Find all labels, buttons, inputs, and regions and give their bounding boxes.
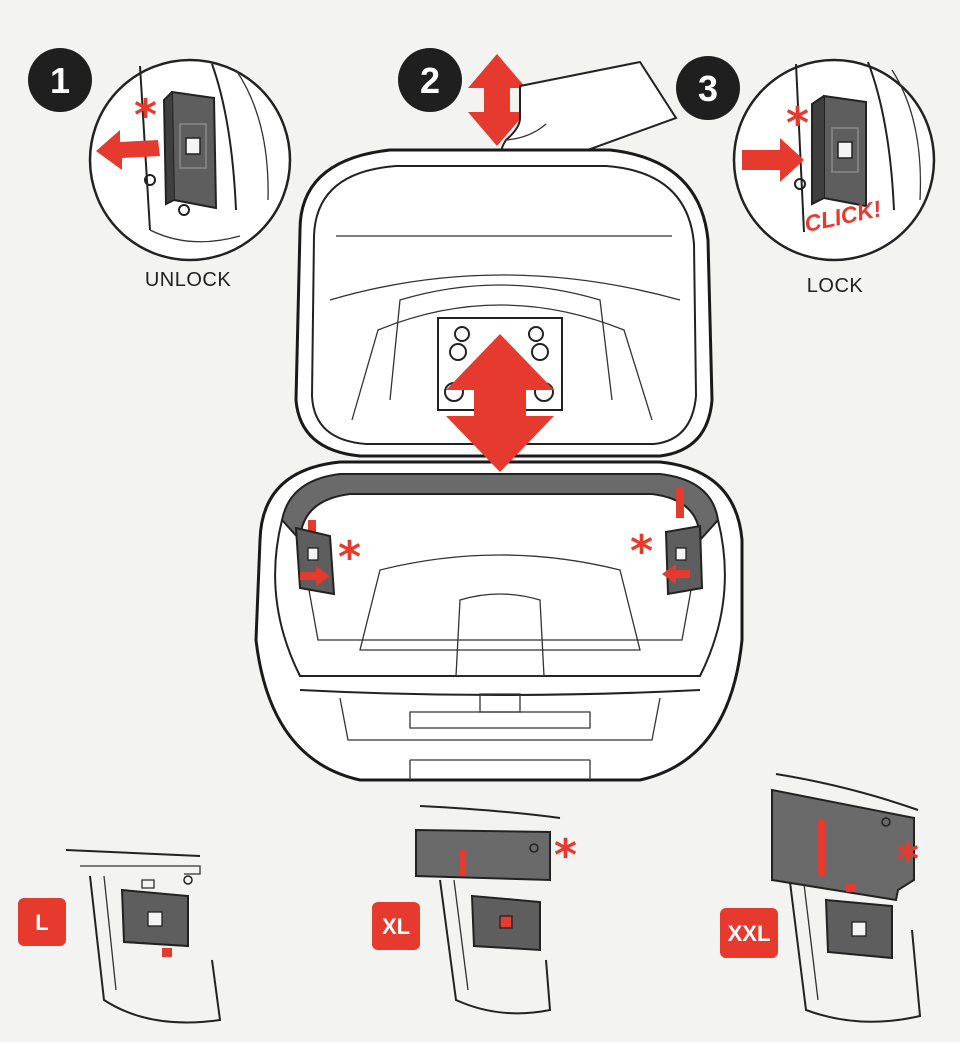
step-2-number: 2 xyxy=(420,60,440,101)
latch-plate-xxl xyxy=(826,900,892,958)
size-badge-l: L xyxy=(18,898,66,946)
latch-plate-l xyxy=(122,880,188,957)
size-label-l: L xyxy=(35,910,48,935)
size-badge-xxl: XXL xyxy=(720,908,778,958)
step-3-badge: 3 xyxy=(676,56,740,120)
size-variant-l: L xyxy=(18,850,220,1023)
asterisk-marker-icon: * xyxy=(134,90,157,141)
step-1-number: 1 xyxy=(50,60,70,101)
step-2-badge: 2 xyxy=(398,48,462,112)
step-1-badge: 1 xyxy=(28,48,92,112)
size-variant-xxl: XXL * xyxy=(720,774,920,1022)
top-case-illustration: * * xyxy=(256,150,742,780)
size-variant-xl: XL * xyxy=(372,806,577,1013)
asterisk-marker-icon: * xyxy=(338,532,361,583)
asterisk-marker-icon: * xyxy=(896,834,919,885)
case-base: * * xyxy=(256,462,742,780)
step-3-detail-circle: * CLICK! xyxy=(734,60,934,260)
asterisk-marker-icon: * xyxy=(554,830,577,881)
step-1-caption: UNLOCK xyxy=(145,269,232,291)
step-3-group: 3 * CLICK! LOCK xyxy=(676,56,934,297)
step-1-group: 1 * UNLOCK xyxy=(28,48,290,291)
step-3-number: 3 xyxy=(698,68,718,109)
latch-plate-xl xyxy=(472,896,540,950)
size-label-xl: XL xyxy=(382,914,410,939)
latch-plate xyxy=(164,92,216,208)
size-label-xxl: XXL xyxy=(728,921,771,946)
asterisk-marker-icon: * xyxy=(786,98,809,149)
asterisk-marker-icon: * xyxy=(630,526,653,577)
step-1-detail-circle: * xyxy=(90,60,290,260)
size-badge-xl: XL xyxy=(372,902,420,950)
step-3-caption: LOCK xyxy=(807,275,864,297)
latch-plate-locked xyxy=(812,96,866,206)
